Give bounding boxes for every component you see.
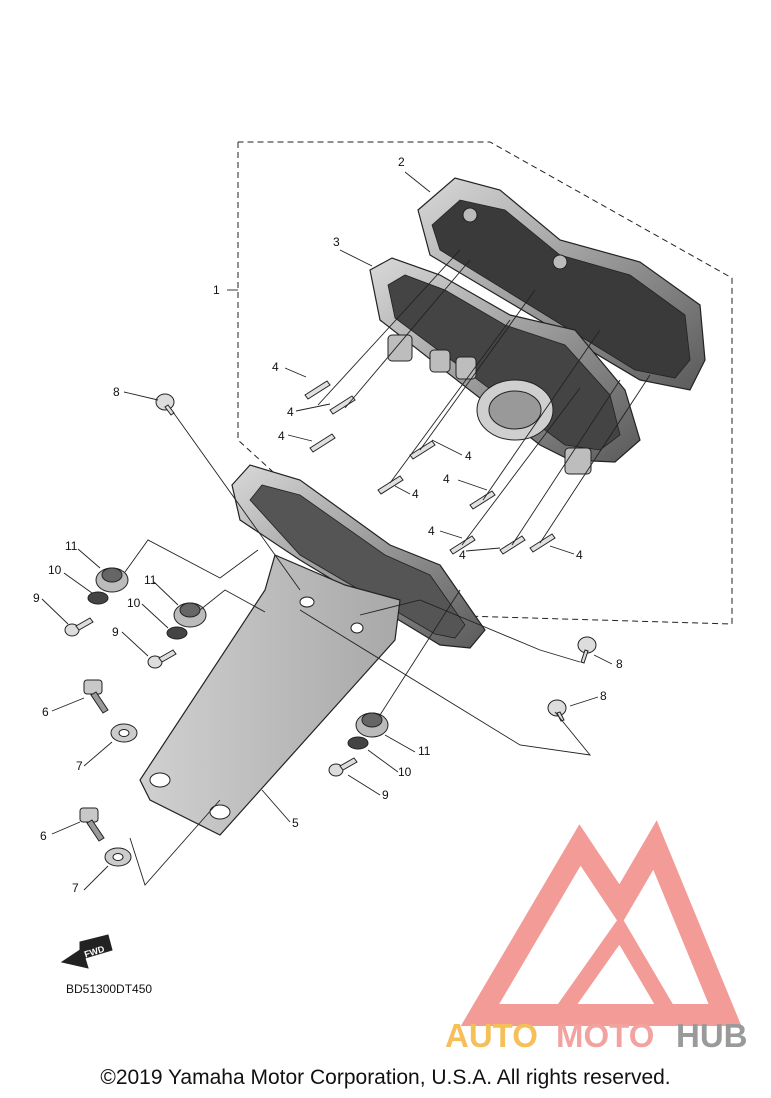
callout-4b: 4	[287, 405, 294, 419]
callout-8b: 8	[616, 657, 623, 671]
callout-6a: 6	[42, 705, 49, 719]
callout-4g: 4	[428, 524, 435, 538]
callout-9b: 9	[112, 625, 119, 639]
watermark-moto: MOTO	[556, 1017, 654, 1054]
leader-lines	[41, 171, 651, 891]
callout-4c: 4	[278, 429, 285, 443]
callout-11c: 11	[418, 744, 431, 758]
watermark-hub: HUB	[676, 1017, 748, 1054]
watermark-logo	[460, 820, 742, 1026]
watermark-text: AUTO MOTO HUB	[445, 1017, 748, 1054]
callout-4d: 4	[465, 449, 472, 463]
callout-6b: 6	[40, 829, 47, 843]
callout-4i: 4	[576, 548, 583, 562]
callout-7b: 7	[72, 881, 79, 895]
flat-washers	[104, 723, 138, 867]
meter-housing-bracket	[231, 464, 486, 649]
meter-bracket-plate	[139, 554, 401, 836]
callout-11b: 11	[144, 573, 157, 587]
callout-5: 5	[292, 816, 299, 830]
callout-10b: 10	[127, 596, 141, 610]
callout-8a: 8	[113, 385, 120, 399]
rivets	[155, 393, 597, 722]
fwd-arrow-icon: FWD	[60, 934, 113, 969]
callout-10a: 10	[48, 563, 62, 577]
copyright-notice: ©2019 Yamaha Motor Corporation, U.S.A. A…	[100, 1066, 671, 1089]
callout-4a: 4	[272, 360, 279, 374]
callout-4e: 4	[412, 487, 419, 501]
callout-7a: 7	[76, 759, 83, 773]
callout-10c: 10	[398, 765, 412, 779]
callout-3: 3	[333, 235, 340, 249]
callout-4f: 4	[443, 472, 450, 486]
washers	[87, 591, 369, 750]
callout-4h: 4	[459, 548, 466, 562]
callout-labels: 1 2 3 4 4 4 4 4 4 4 4 4 5 6 6 7 7 8 8 8 …	[33, 155, 623, 895]
bolts	[79, 679, 109, 842]
callout-11a: 11	[65, 539, 78, 553]
small-screws	[64, 617, 358, 777]
callout-9a: 9	[33, 591, 40, 605]
diagram-code: BD51300DT450	[66, 982, 153, 996]
callout-9c: 9	[382, 788, 389, 802]
callout-8c: 8	[600, 689, 607, 703]
grommets	[95, 567, 389, 738]
assembly-boundary	[237, 141, 733, 625]
watermark-auto: AUTO	[445, 1017, 538, 1054]
callout-2: 2	[398, 155, 405, 169]
callout-1: 1	[213, 283, 220, 297]
